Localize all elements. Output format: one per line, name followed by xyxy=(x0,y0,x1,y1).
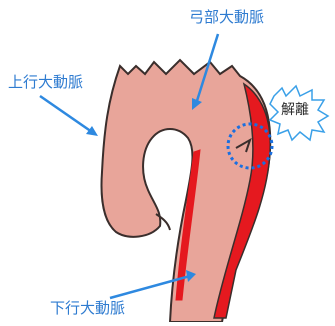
label-ascending-aorta: 上行大動脈 xyxy=(8,73,83,91)
label-descending-aorta: 下行大動脈 xyxy=(50,299,125,317)
arrow-ascending-head xyxy=(86,126,98,136)
arrow-ascending xyxy=(40,96,92,132)
label-arch-aorta: 弓部大動脈 xyxy=(189,8,264,26)
aorta-body xyxy=(102,60,271,322)
label-dissection: 解離 xyxy=(281,101,309,119)
